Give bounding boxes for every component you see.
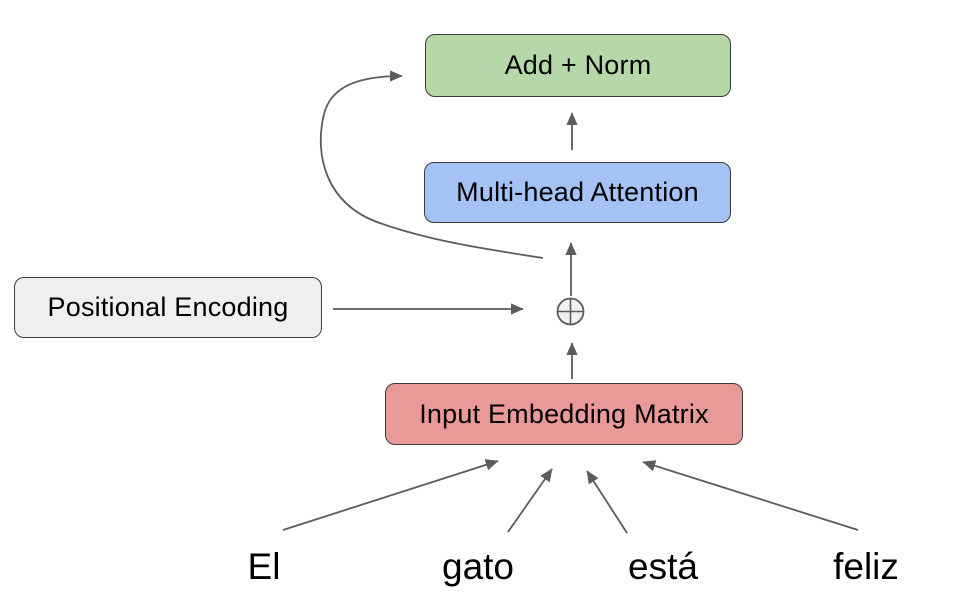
- circled-plus-icon: [556, 297, 585, 326]
- token-el: El: [247, 546, 281, 587]
- edge-token-el: [282, 459, 499, 531]
- circled-plus-circle: [556, 297, 585, 326]
- node-positional-encoding: Positional Encoding: [14, 277, 322, 338]
- edge-token-gato: [507, 468, 553, 533]
- node-multi-head-attention: Multi-head Attention: [424, 162, 731, 223]
- node-add-norm-label: Add + Norm: [504, 50, 652, 80]
- node-input-embedding-matrix-label: Input Embedding Matrix: [419, 398, 709, 429]
- node-multi-head-attention-label: Multi-head Attention: [456, 177, 699, 207]
- node-add-norm: Add + Norm: [425, 34, 731, 97]
- token-feliz: feliz: [833, 546, 899, 587]
- edge-token-feliz: [642, 460, 859, 531]
- token-gato: gato: [441, 546, 515, 587]
- token-esta: está: [628, 546, 698, 587]
- node-positional-encoding-label: Positional Encoding: [47, 292, 289, 322]
- edge-token-esta: [586, 470, 628, 534]
- node-input-embedding-matrix: Input Embedding Matrix: [385, 383, 743, 445]
